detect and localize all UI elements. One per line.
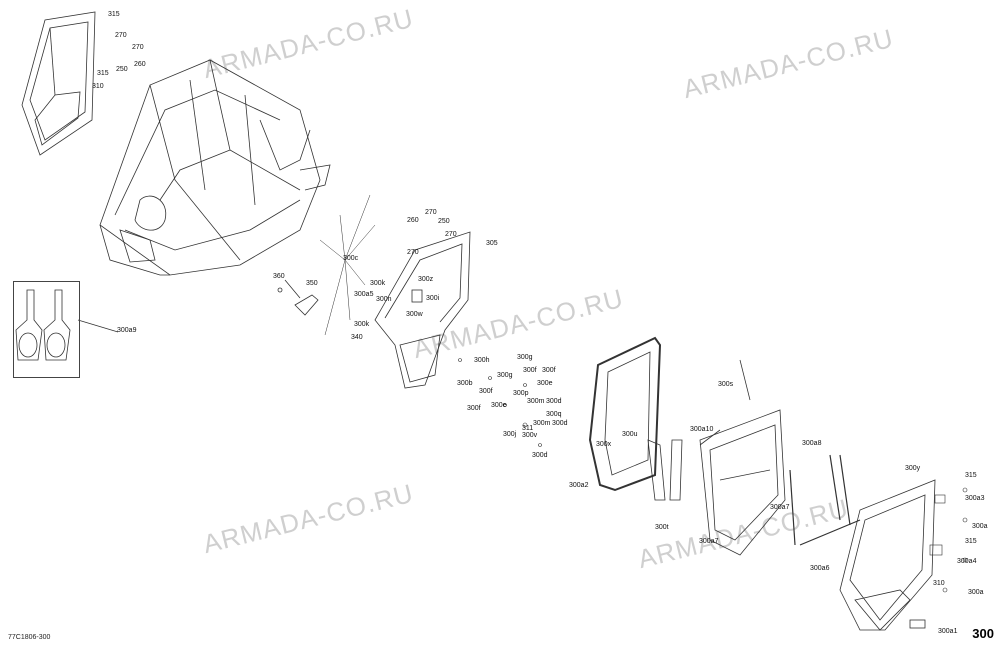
callout-label: 300k bbox=[354, 321, 370, 328]
callout-label: 300i bbox=[426, 295, 440, 302]
front-door-illustration bbox=[374, 231, 471, 389]
callout-label: 300a1 bbox=[938, 628, 958, 635]
callout-label: 300a2 bbox=[569, 482, 589, 489]
callout-label: 300a7 bbox=[699, 538, 719, 545]
callout-label: 300a8 bbox=[802, 440, 822, 447]
callout-label: 300d bbox=[552, 420, 568, 427]
callout-label: 300f bbox=[542, 367, 556, 374]
callout-label: 300g bbox=[517, 354, 533, 361]
callout-label: 300e bbox=[491, 402, 507, 409]
callout-label: 300m bbox=[533, 420, 551, 427]
callout-label: 300h bbox=[474, 357, 490, 364]
callout-label: 300a9 bbox=[117, 327, 137, 334]
callout-label: 270 bbox=[425, 209, 437, 216]
callout-label: 315 bbox=[965, 472, 977, 479]
callout-label: 360 bbox=[273, 273, 285, 280]
callout-label: 340 bbox=[351, 334, 363, 341]
rear-door-small-illustration bbox=[21, 11, 96, 156]
callout-label: 311 bbox=[522, 425, 534, 432]
callout-label: 300u bbox=[622, 431, 638, 438]
mirror-part-illustration bbox=[277, 279, 319, 316]
callout-label: 300a7 bbox=[770, 504, 790, 511]
callout-label: 315 bbox=[965, 538, 977, 545]
callout-label: 310 bbox=[933, 580, 945, 587]
callout-label: 300a bbox=[972, 523, 988, 530]
page-number: 300 bbox=[972, 626, 994, 641]
callout-label: 300j bbox=[503, 431, 517, 438]
callout-label: 300k bbox=[370, 280, 386, 287]
callout-label: 310 bbox=[92, 83, 104, 90]
callout-label: 300a3 bbox=[965, 495, 985, 502]
door-seal-illustration bbox=[789, 454, 861, 546]
callout-label: 300t bbox=[655, 524, 669, 531]
callout-label: 300d bbox=[532, 452, 548, 459]
callout-label: 300a10 bbox=[690, 426, 714, 433]
callout-label: 305 bbox=[486, 240, 498, 247]
callout-label: 300c bbox=[343, 255, 359, 262]
callout-label: 300x bbox=[596, 441, 612, 448]
callout-label: 315 bbox=[97, 70, 109, 77]
callout-label: 260 bbox=[407, 217, 419, 224]
callout-label: 300p bbox=[513, 390, 529, 397]
callout-label: 250 bbox=[438, 218, 450, 225]
leader-lines-300c bbox=[319, 194, 376, 336]
key-set-box bbox=[13, 281, 80, 378]
callout-label: 300v bbox=[522, 432, 538, 439]
callout-label: 300e bbox=[537, 380, 553, 387]
window-regulator-illustration bbox=[647, 429, 721, 501]
door-glass-illustration bbox=[588, 336, 662, 492]
callout-label: 270 bbox=[115, 32, 127, 39]
callout-label: 300g bbox=[497, 372, 513, 379]
callout-label: 300f bbox=[523, 367, 537, 374]
callout-label: 270 bbox=[407, 249, 419, 256]
callout-label: 300y bbox=[905, 465, 921, 472]
door-inner-frame-illustration bbox=[699, 359, 786, 556]
door-glass-inner-illustration bbox=[604, 351, 651, 476]
diagram-code: 77C1806-300 bbox=[8, 634, 51, 641]
callout-label: 350 bbox=[306, 280, 318, 287]
callout-label: 300s bbox=[718, 381, 734, 388]
hardware-scatter bbox=[458, 358, 968, 593]
callout-label: 315 bbox=[108, 11, 120, 18]
callout-label: 300m bbox=[527, 398, 545, 405]
callout-label: 250 bbox=[116, 66, 128, 73]
callout-label: 300a bbox=[968, 589, 984, 596]
callout-label: 300a6 bbox=[810, 565, 830, 572]
callout-label: 270 bbox=[445, 231, 457, 238]
callout-label: 300a5 bbox=[354, 291, 374, 298]
callout-label: 300b bbox=[457, 380, 473, 387]
callout-label: 300a4 bbox=[957, 558, 977, 565]
keys-illustration bbox=[15, 289, 119, 361]
callout-label: 270 bbox=[132, 44, 144, 51]
callout-label: 260 bbox=[134, 61, 146, 68]
rear-door-right-illustration bbox=[839, 479, 936, 631]
callout-label: 300z bbox=[418, 276, 434, 283]
callout-label: 300f bbox=[479, 388, 493, 395]
callout-label: 300f bbox=[467, 405, 481, 412]
callout-label: 300n bbox=[376, 296, 392, 303]
callout-label: 300w bbox=[406, 311, 423, 318]
callout-label: 300q bbox=[546, 411, 562, 418]
callout-label: 300d bbox=[546, 398, 562, 405]
cab-frame-illustration bbox=[99, 59, 331, 276]
